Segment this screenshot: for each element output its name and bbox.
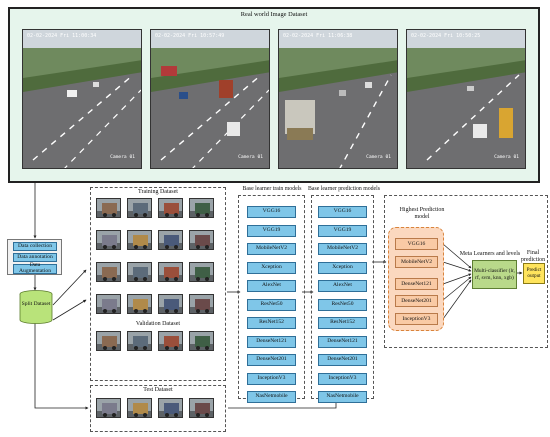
training-validation-panel (90, 187, 226, 381)
top-model-densenet121: DenseNet121 (395, 278, 438, 290)
prediction-model-alexnet: AlexNet (318, 280, 367, 292)
vehicle-thumbnail (158, 294, 183, 314)
vehicle-thumbnail (158, 262, 183, 282)
highway-scene-2 (151, 30, 269, 168)
vehicle-thumbnail (158, 398, 183, 418)
panel-title: Real world Image Dataset (240, 11, 308, 18)
camera-label: Camera 01 (366, 155, 391, 160)
train-model-resnet152: ResNet152 (247, 317, 296, 329)
prediction-models-title: Base learner prediction models (308, 186, 380, 192)
vehicle-thumbnail (127, 230, 152, 250)
road-image-4: 02-02-2024 Fri 10:50:25 Camera 01 (406, 29, 526, 169)
highway-scene-1 (23, 30, 141, 168)
predict-output-label: Predict output (526, 266, 542, 279)
train-models-title: Base learner train models (242, 186, 302, 192)
vehicle-thumbnail (189, 398, 214, 418)
top-model-inceptionv3: InceptionV3 (395, 313, 438, 325)
vehicle-thumbnail (96, 198, 121, 218)
training-dataset-title: Training Dataset (138, 189, 178, 195)
vehicle-thumbnail (127, 198, 152, 218)
vehicle-thumbnail (189, 230, 214, 250)
vehicle-thumbnail (189, 198, 214, 218)
camera-label: Camera 01 (110, 155, 135, 160)
vehicle-thumbnail (127, 294, 152, 314)
vehicle-thumbnail (96, 331, 121, 351)
road-image-1: 02-02-2024 Fri 11:00:34 Camera 01 (22, 29, 142, 169)
prediction-model-resnet50: ResNet50 (318, 298, 367, 311)
data-collection-step: Data collection (13, 242, 57, 251)
train-model-resnet50: ResNet50 (247, 298, 296, 311)
top-model-densenet201: DenseNet201 (395, 295, 438, 307)
data-augmentation-step: Data Augmentation (13, 262, 57, 274)
vehicle-thumbnail (158, 230, 183, 250)
multi-classifier-box: Multi-classifier (lr, rf, svm, knn, xgb) (472, 260, 517, 289)
timestamp: 02-02-2024 Fri 11:06:38 (283, 33, 353, 39)
highest-prediction-title: Highest Prediction model (399, 207, 445, 220)
vehicle-thumbnail (127, 262, 152, 282)
train-model-densenet201: DenseNet201 (247, 354, 296, 366)
vehicle-thumbnail (96, 262, 121, 282)
prediction-model-nasnetmobile: NasNetmobile (318, 391, 367, 403)
prediction-model-densenet121: DenseNet121 (318, 335, 367, 348)
train-model-xception: Xception (247, 261, 296, 274)
camera-label: Camera 01 (238, 155, 263, 160)
split-dataset-icon (19, 290, 53, 324)
vehicle-thumbnail (96, 398, 121, 418)
highway-scene-4 (407, 30, 525, 168)
data-prep-group: Data collection Data annotation Data Aug… (7, 239, 62, 275)
prediction-model-resnet152: ResNet152 (318, 317, 367, 329)
vehicle-thumbnail (96, 294, 121, 314)
split-dataset-label: Split Dataset (21, 301, 51, 307)
train-model-vgg16: VGG16 (247, 206, 296, 218)
road-image-2: 02-02-2024 Fri 10:57:49 Camera 01 (150, 29, 270, 169)
vehicle-thumbnail (189, 331, 214, 351)
vehicle-thumbnail (189, 262, 214, 282)
final-prediction-title: Final prediction (520, 250, 546, 263)
road-image-3: 02-02-2024 Fri 11:06:38 Camera 01 (278, 29, 398, 169)
prediction-model-vgg19: VGG19 (318, 224, 367, 237)
prediction-model-vgg16: VGG16 (318, 206, 367, 218)
predict-output-box: Predict output (523, 263, 545, 284)
validation-dataset-title: Validation Dataset (135, 321, 181, 327)
train-model-alexnet: AlexNet (247, 280, 296, 292)
prediction-model-mobilenetv2: MobileNetV2 (318, 243, 367, 255)
train-model-inceptionv3: InceptionV3 (247, 372, 296, 385)
train-model-nasnetmobile: NasNetmobile (247, 391, 296, 403)
prediction-model-xception: Xception (318, 261, 367, 274)
prediction-model-inceptionv3: InceptionV3 (318, 372, 367, 385)
top-model-vgg16: VGG16 (395, 238, 438, 250)
real-world-dataset-panel: Real world Image Dataset 02-02-2024 Fri … (8, 7, 540, 183)
test-dataset-panel (90, 385, 226, 432)
meta-learner-panel (384, 195, 548, 348)
vehicle-thumbnail (96, 230, 121, 250)
multi-classifier-label: Multi-classifier (lr, rf, svm, knn, xgb) (474, 268, 515, 281)
highway-scene-3 (279, 30, 397, 168)
train-model-densenet121: DenseNet121 (247, 335, 296, 348)
camera-label: Camera 01 (494, 155, 519, 160)
vehicle-thumbnail (158, 331, 183, 351)
timestamp: 02-02-2024 Fri 10:50:25 (411, 33, 481, 39)
train-model-vgg19: VGG19 (247, 224, 296, 237)
vehicle-thumbnail (158, 198, 183, 218)
meta-learners-title: Meta Learners and levels (459, 251, 521, 257)
timestamp: 02-02-2024 Fri 10:57:49 (155, 33, 225, 39)
vehicle-thumbnail (127, 398, 152, 418)
data-annotation-step: Data annotation (13, 253, 57, 262)
vehicle-thumbnail (189, 294, 214, 314)
timestamp: 02-02-2024 Fri 11:00:34 (27, 33, 97, 39)
vehicle-thumbnail (127, 331, 152, 351)
train-model-mobilenetv2: MobileNetV2 (247, 243, 296, 255)
prediction-model-densenet201: DenseNet201 (318, 354, 367, 366)
test-dataset-title: Test Dataset (143, 387, 173, 393)
top-model-mobilenetv2: MobileNetV2 (395, 256, 438, 268)
